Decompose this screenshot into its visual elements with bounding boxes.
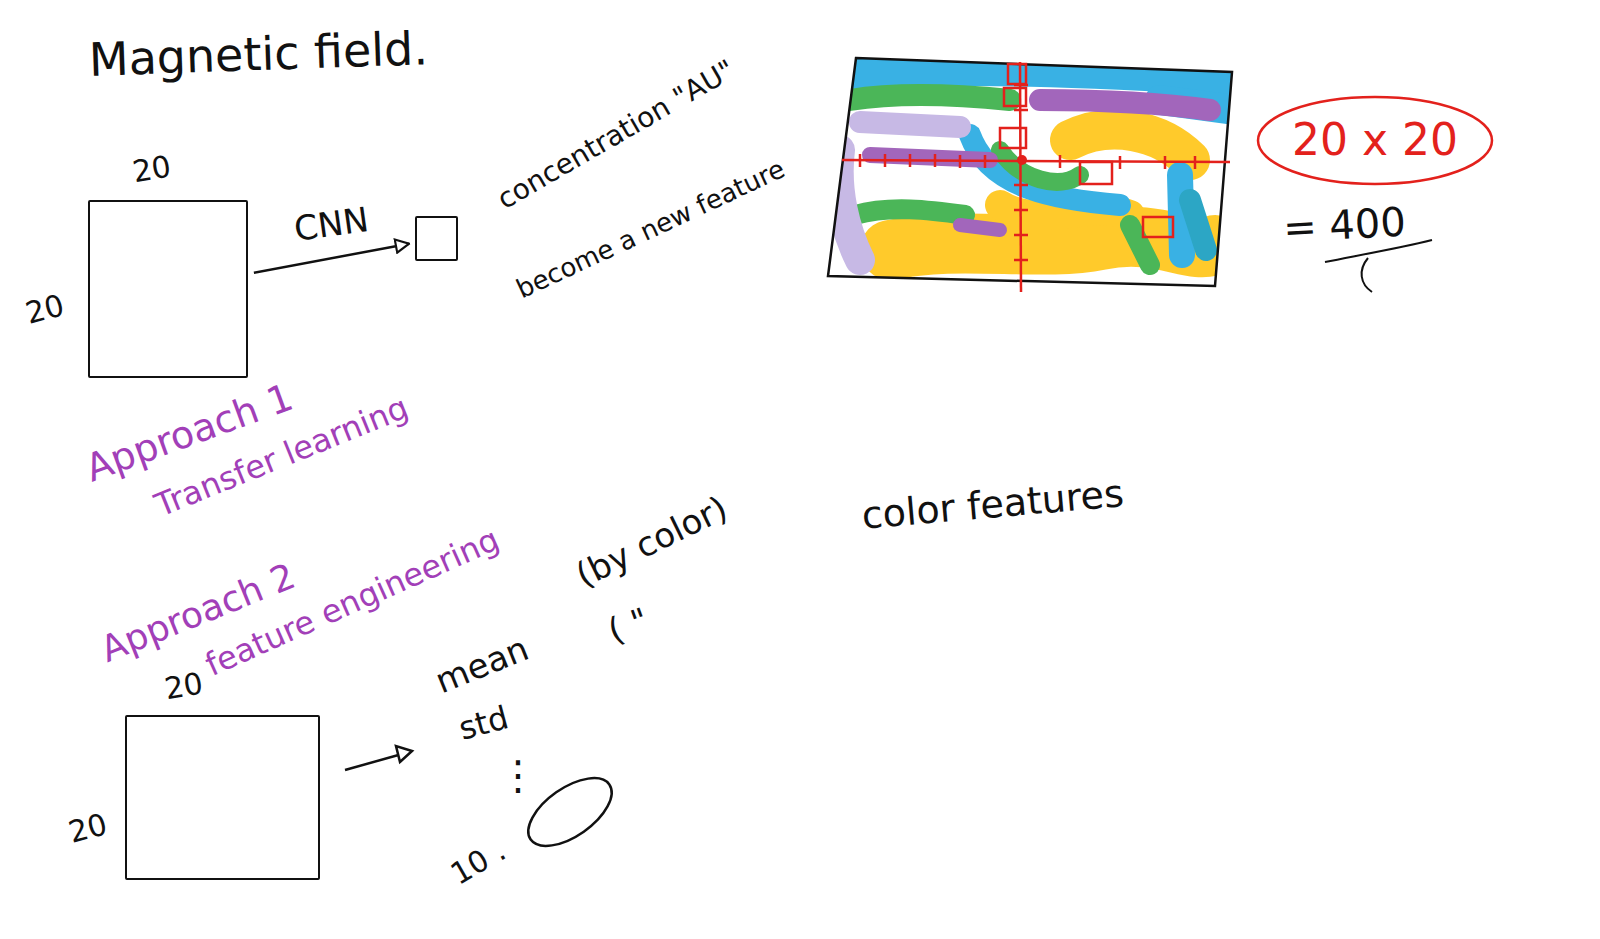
origin-dot — [1017, 155, 1027, 165]
axis-ticks — [860, 154, 1195, 169]
box-label: 20 — [162, 666, 206, 707]
feature-name: mean — [430, 629, 534, 701]
grid-cell — [1004, 88, 1026, 106]
arrow-line — [345, 754, 402, 770]
feature-count: 10 . — [445, 833, 512, 892]
box-label: 20 — [130, 149, 174, 190]
x-axis — [842, 160, 1230, 162]
grid-cell — [1000, 128, 1026, 148]
feature-note: (by color) — [570, 489, 733, 595]
box-label: 20 — [65, 807, 111, 850]
color-map — [839, 70, 1240, 265]
purple-stroke — [1040, 100, 1210, 110]
grid-cell — [1080, 162, 1112, 184]
blue-stroke — [970, 135, 1120, 205]
feature-box: concentration "AU"become a new feature — [415, 216, 458, 261]
arrow-head — [396, 746, 412, 762]
size-ellipse: 20 x 20 — [1255, 94, 1495, 187]
green-stroke — [1130, 225, 1150, 265]
sketch-title: Magnetic field. — [88, 22, 429, 87]
lavender-stroke — [860, 122, 960, 127]
yellow-stroke — [890, 237, 1215, 250]
grid-cell — [1143, 217, 1173, 237]
ellipsis-dots: ⋮ — [498, 752, 538, 798]
green-stroke — [1000, 150, 1080, 182]
connector-label: CNN — [289, 200, 374, 250]
axis-ticks — [1014, 85, 1028, 260]
grid-cell — [1008, 64, 1026, 84]
yellow-stroke — [1070, 130, 1190, 160]
feature-note: color features — [860, 472, 1125, 538]
green-stroke — [855, 209, 965, 215]
ellipse-shape — [1258, 97, 1492, 184]
purple-stroke — [960, 225, 1000, 230]
box-label: 20 — [22, 288, 68, 331]
blue-stroke — [1180, 175, 1182, 255]
input-grid-box: 2020 — [88, 200, 248, 378]
ditto-note: ( " — [603, 600, 654, 650]
feature-name: std — [455, 699, 512, 747]
red-axes — [842, 62, 1230, 292]
y-axis — [1020, 62, 1021, 292]
ellipse-text: 20 x 20 — [1292, 115, 1458, 166]
blue-stroke — [858, 70, 1240, 80]
arrow-connector — [254, 244, 409, 273]
green-stroke — [850, 95, 1010, 100]
underline-squiggle — [1362, 258, 1372, 292]
input-grid-box: 2020 — [125, 715, 320, 880]
teal-stroke — [1190, 200, 1206, 250]
pixel-count: = 400 — [1282, 199, 1407, 251]
picture-frame — [828, 58, 1232, 286]
